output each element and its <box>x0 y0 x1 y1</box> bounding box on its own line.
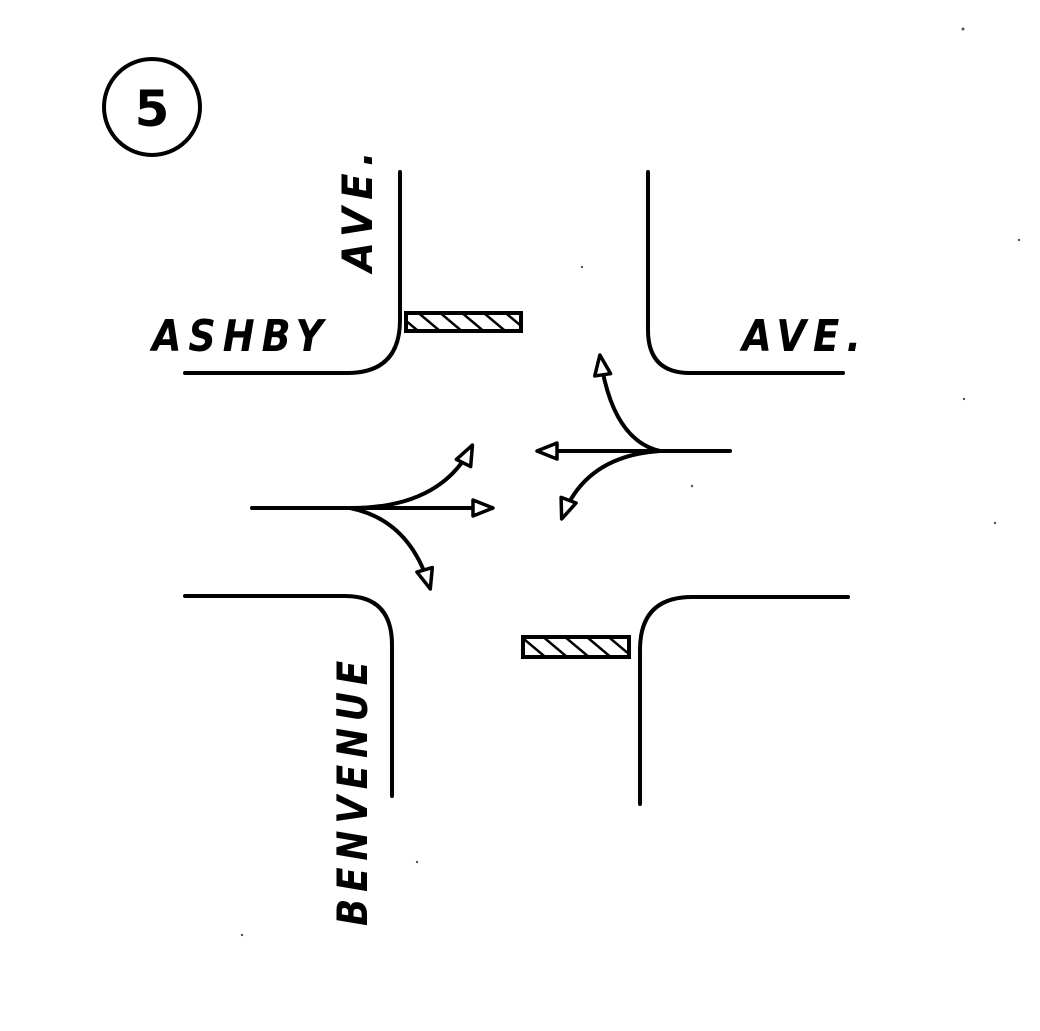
crosswalk-south <box>521 635 631 659</box>
label-benvenue: BENVENUE <box>328 654 377 926</box>
crosswalk-north <box>404 311 523 333</box>
scan-specks <box>240 27 1021 937</box>
eastbound-movements <box>250 443 495 591</box>
westbound-movements <box>535 353 732 521</box>
label-ave-north: AVE. <box>333 144 382 275</box>
curb-southeast <box>638 595 850 806</box>
label-ashby: ASHBY <box>149 311 330 362</box>
figure-number-badge: 5 <box>102 57 202 157</box>
curb-northwest <box>183 170 402 375</box>
eastbound-right-turn-arrow <box>348 506 435 591</box>
westbound-right-turn-arrow <box>593 353 662 453</box>
eastbound-left-turn-arrow <box>343 443 475 511</box>
curb-northeast <box>646 170 845 375</box>
curb-southwest <box>183 594 394 798</box>
westbound-left-turn-arrow <box>559 449 662 521</box>
figure-number-circle <box>102 57 202 157</box>
figure-number: 5 <box>135 80 170 138</box>
label-ave-east: AVE. <box>739 311 868 362</box>
